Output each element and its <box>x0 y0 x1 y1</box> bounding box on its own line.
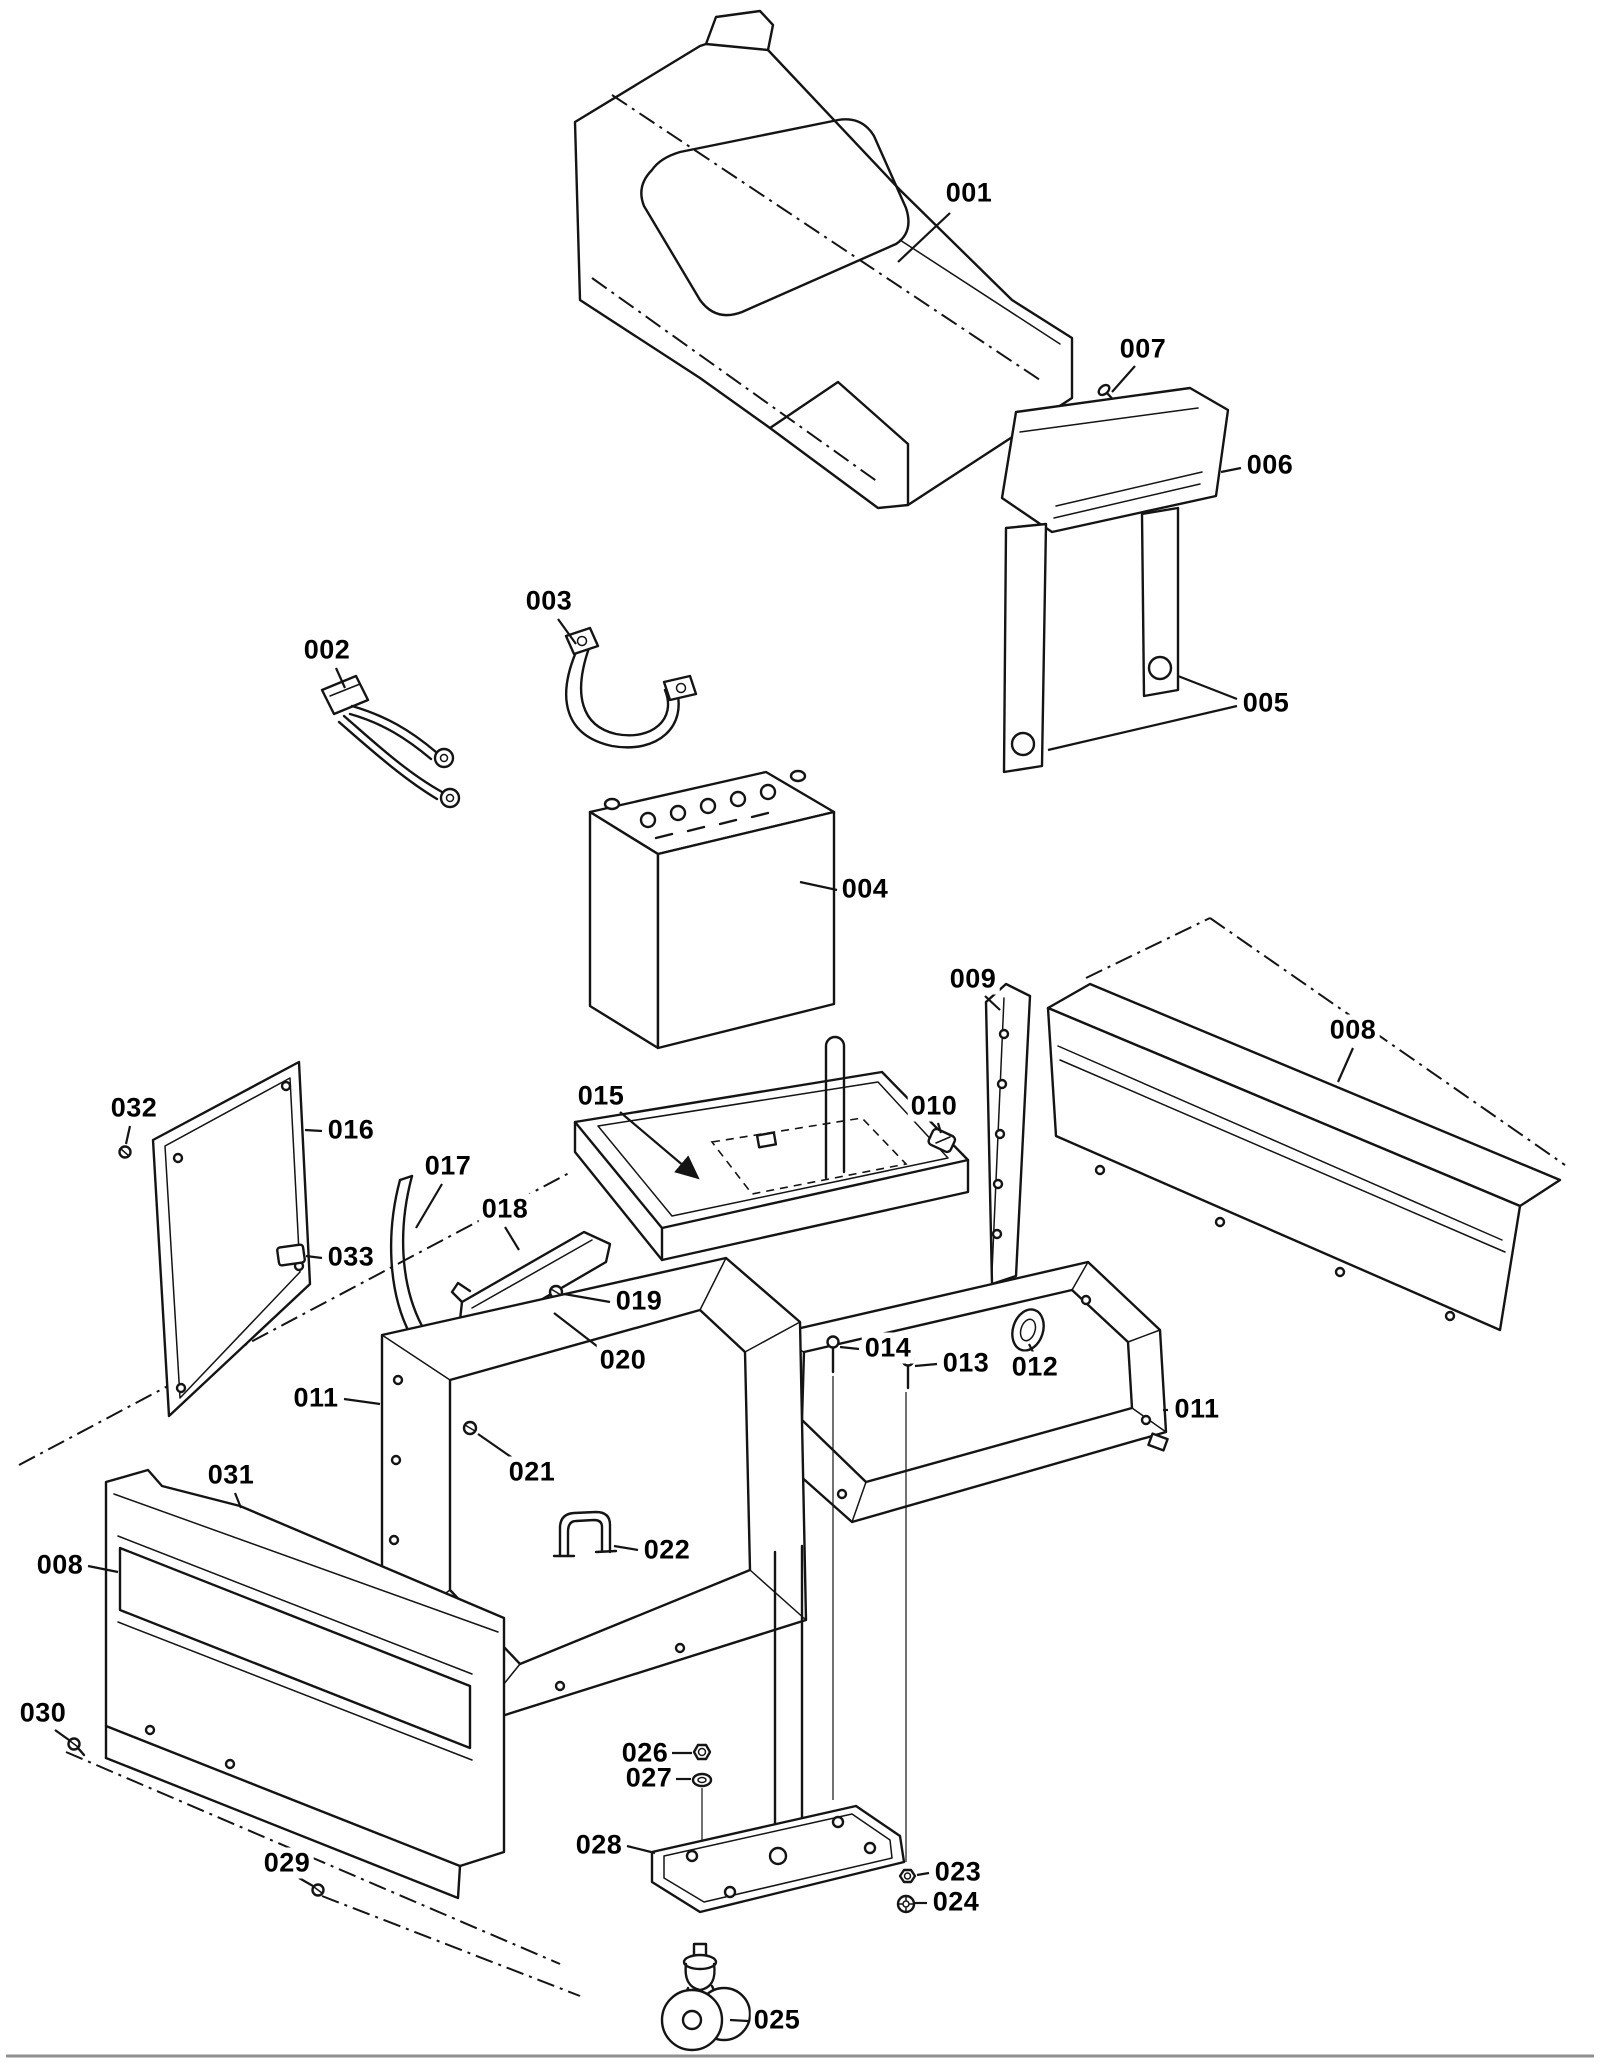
part-callout-021: 021 <box>505 1456 559 1488</box>
part-callout-032: 032 <box>107 1092 161 1124</box>
part-015-battery-tray <box>573 1070 970 1262</box>
leader-line <box>504 1226 520 1251</box>
part-003-battery-cable <box>564 626 698 749</box>
part-010-clip <box>927 1127 957 1154</box>
leader-line <box>334 667 347 689</box>
part-callout-008: 008 <box>1326 1014 1380 1046</box>
leader-line <box>298 1877 314 1887</box>
leader-line <box>415 1183 443 1229</box>
leader-line <box>477 1433 515 1460</box>
part-callout-024: 024 <box>929 1886 983 1918</box>
part-014-bolt <box>826 1335 840 1800</box>
leader-line <box>343 1397 381 1406</box>
leader-line <box>557 618 577 645</box>
part-callout-031: 031 <box>204 1459 258 1491</box>
part-callout-016: 016 <box>324 1114 378 1146</box>
leader-line <box>619 1111 700 1180</box>
part-028-caster-plate <box>650 1804 906 1914</box>
part-callout-006: 006 <box>1243 449 1297 481</box>
part-022-handle <box>552 1510 618 1558</box>
part-033-plate <box>276 1243 306 1267</box>
leader-line <box>936 1122 943 1134</box>
part-callout-012: 012 <box>1008 1351 1062 1383</box>
leader-lines <box>54 212 1355 2023</box>
leader-line <box>729 2018 749 2023</box>
part-callout-027: 027 <box>622 1762 676 1794</box>
part-callout-001: 001 <box>942 177 996 209</box>
part-028-support-channel <box>773 1544 804 1847</box>
part-001-console-shroud <box>573 9 1074 510</box>
part-029-screw <box>311 1883 325 1897</box>
part-008-grille <box>117 1535 473 1761</box>
part-023-nut <box>898 1868 917 1884</box>
part-026-nut <box>692 1743 712 1761</box>
part-callout-009: 009 <box>946 963 1000 995</box>
part-027-washer <box>691 1772 713 1848</box>
leader-line <box>553 1312 603 1351</box>
leader-line <box>233 1492 243 1509</box>
part-callout-015: 015 <box>574 1080 628 1112</box>
part-012-grommet <box>1011 1308 1045 1352</box>
part-callout-018: 018 <box>478 1193 532 1225</box>
leader-line <box>87 1564 119 1574</box>
part-callout-030: 030 <box>16 1697 70 1729</box>
part-024-lock-washer <box>896 1894 916 1914</box>
part-002-wire-harness <box>320 674 461 809</box>
leader-line <box>563 1292 611 1304</box>
part-callout-029: 029 <box>260 1847 314 1879</box>
part-030-screw <box>67 1737 86 1757</box>
part-032-screw <box>118 1145 132 1159</box>
part-008-right-panel <box>1046 982 1562 1332</box>
part-009-side-rail <box>984 982 1032 1286</box>
part-callout-011: 011 <box>1171 1393 1223 1425</box>
leader-line <box>1028 1343 1034 1353</box>
part-016-side-panel <box>151 1060 312 1418</box>
leader-line <box>799 880 838 892</box>
part-callout-014: 014 <box>861 1332 915 1364</box>
part-callout-025: 025 <box>750 2004 804 2036</box>
part-battery-holddown-rod <box>824 1035 846 1180</box>
part-callout-007: 007 <box>1116 333 1170 365</box>
leader-line <box>626 1844 656 1855</box>
part-025-caster <box>660 1942 752 2052</box>
leader-line <box>613 1544 639 1552</box>
part-callout-028: 028 <box>572 1829 626 1861</box>
leader-line <box>124 1125 132 1145</box>
leader-line <box>1336 1047 1355 1083</box>
part-callout-020: 020 <box>596 1344 650 1376</box>
part-004-battery <box>588 769 836 1050</box>
part-callout-022: 022 <box>640 1534 694 1566</box>
leader-line <box>984 995 1001 1011</box>
leader-line <box>897 212 951 263</box>
part-callout-002: 002 <box>300 634 354 666</box>
part-callout-005: 005 <box>1239 687 1293 719</box>
part-callout-008: 008 <box>33 1549 87 1581</box>
part-callout-023: 023 <box>931 1856 985 1888</box>
part-callout-019: 019 <box>612 1285 666 1317</box>
part-006-rear-panel <box>1000 386 1230 534</box>
leader-line <box>304 1128 323 1133</box>
leader-line <box>914 1362 938 1368</box>
part-callout-011: 011 <box>290 1382 342 1414</box>
leader-line <box>305 1254 323 1260</box>
part-callout-013: 013 <box>939 1347 993 1379</box>
leader-line <box>916 1871 930 1877</box>
part-031-front-panel <box>104 1468 506 1900</box>
part-021-screw <box>462 1420 478 1436</box>
part-011-left-frame <box>380 1256 808 1728</box>
leader-line <box>1220 466 1242 474</box>
leader-line <box>839 1345 860 1351</box>
leader-line <box>1177 674 1238 701</box>
part-callout-004: 004 <box>838 873 892 905</box>
part-005-mount-struts <box>1002 506 1180 774</box>
leader-line <box>1047 704 1238 752</box>
part-callout-010: 010 <box>907 1090 961 1122</box>
part-callout-017: 017 <box>421 1150 475 1182</box>
leader-line <box>54 1729 70 1741</box>
part-callout-003: 003 <box>522 585 576 617</box>
leader-line <box>1111 365 1136 393</box>
part-callout-033: 033 <box>324 1241 378 1273</box>
